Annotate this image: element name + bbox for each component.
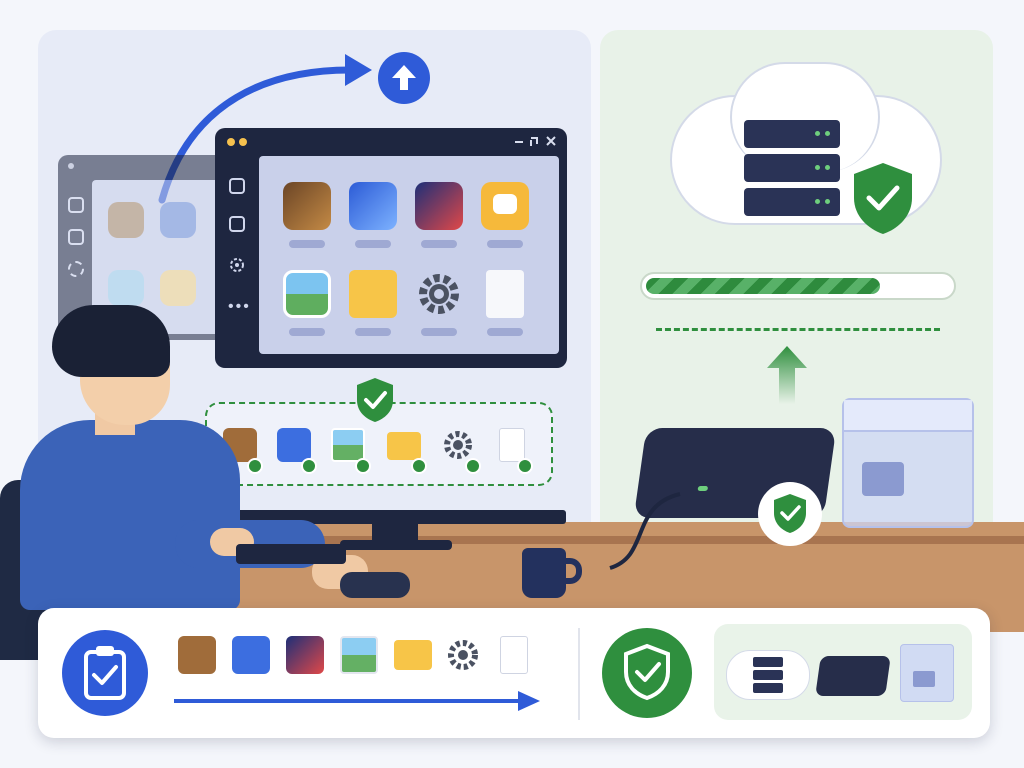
more-icon[interactable]: ••• bbox=[228, 298, 251, 315]
app-tile[interactable] bbox=[481, 270, 524, 336]
drive-badge bbox=[758, 482, 822, 546]
backup-destinations bbox=[714, 624, 972, 720]
keyboard bbox=[236, 544, 346, 564]
app-tile[interactable] bbox=[481, 182, 529, 248]
race-car-game-icon bbox=[415, 182, 463, 230]
person-torso bbox=[20, 420, 240, 610]
gear-icon bbox=[444, 431, 472, 459]
square-icon bbox=[68, 197, 84, 213]
external-drive-icon bbox=[815, 656, 891, 696]
verified-badge bbox=[602, 628, 692, 718]
folder-icon bbox=[394, 640, 432, 670]
check-icon bbox=[301, 458, 317, 474]
mousepad bbox=[340, 572, 410, 598]
desk-edge bbox=[180, 536, 1024, 544]
app-tile[interactable] bbox=[415, 182, 463, 248]
folder-icon bbox=[160, 270, 196, 306]
document-icon bbox=[499, 428, 525, 462]
arrow-up-icon bbox=[767, 346, 807, 404]
separator bbox=[578, 628, 580, 720]
folder-icon bbox=[349, 270, 397, 318]
warrior-game-icon bbox=[283, 182, 331, 230]
summary-bar bbox=[38, 608, 990, 738]
backup-progress-fill bbox=[646, 278, 880, 294]
blue-hair-hero-icon bbox=[277, 428, 311, 462]
folder-icon bbox=[387, 432, 421, 460]
blue-hair-hero-icon bbox=[349, 182, 397, 230]
folder-icon bbox=[862, 462, 904, 496]
gear-icon[interactable] bbox=[228, 256, 246, 274]
window-controls[interactable] bbox=[515, 135, 559, 149]
app-tile[interactable] bbox=[283, 270, 331, 336]
shield-check-icon bbox=[854, 163, 912, 234]
image-icon bbox=[283, 270, 331, 318]
storage-box-icon bbox=[900, 644, 954, 702]
check-icon bbox=[465, 458, 481, 474]
divider-line bbox=[656, 328, 940, 331]
arrow-up-circle-icon bbox=[392, 65, 416, 90]
drive-cable bbox=[609, 492, 681, 570]
cloud-server-icon bbox=[726, 650, 810, 700]
shield-check-icon bbox=[624, 643, 670, 701]
clipboard-check-icon bbox=[84, 646, 126, 700]
window-dot bbox=[239, 138, 247, 146]
square-icon[interactable] bbox=[229, 178, 245, 194]
shield-check-icon bbox=[774, 494, 806, 533]
monitor-base bbox=[340, 540, 452, 550]
document-icon bbox=[486, 270, 524, 318]
app-tile[interactable] bbox=[283, 182, 331, 248]
blue-hair-hero-icon bbox=[160, 202, 196, 238]
race-car-game-icon bbox=[286, 636, 324, 674]
mug-handle bbox=[560, 558, 582, 584]
check-icon bbox=[517, 458, 533, 474]
document-icon bbox=[500, 636, 528, 674]
app-window: ••• bbox=[215, 128, 567, 368]
checklist-button[interactable] bbox=[62, 630, 148, 716]
app-tile[interactable] bbox=[349, 182, 397, 248]
document-icon[interactable] bbox=[229, 216, 245, 232]
image-icon bbox=[108, 270, 144, 306]
server-stack-icon bbox=[744, 120, 840, 220]
app-tile[interactable] bbox=[415, 270, 463, 336]
window-dot bbox=[227, 138, 235, 146]
image-icon bbox=[331, 428, 365, 462]
check-icon bbox=[247, 458, 263, 474]
image-icon bbox=[340, 636, 378, 674]
chat-bubble-icon bbox=[481, 182, 529, 230]
transfer-arrow bbox=[174, 691, 540, 711]
blue-hair-hero-icon bbox=[232, 636, 270, 674]
gear-icon bbox=[448, 640, 478, 670]
gear-icon bbox=[68, 261, 84, 277]
upload-button[interactable] bbox=[378, 52, 430, 104]
document-icon bbox=[68, 229, 84, 245]
check-icon bbox=[411, 458, 427, 474]
warrior-game-icon bbox=[108, 202, 144, 238]
person-hair bbox=[52, 305, 170, 377]
gear-icon bbox=[419, 274, 459, 314]
coffee-mug bbox=[522, 548, 566, 598]
check-icon bbox=[355, 458, 371, 474]
app-grid bbox=[259, 156, 559, 354]
storage-box-icon bbox=[842, 398, 974, 528]
shield-check-icon bbox=[357, 378, 393, 422]
app-tile[interactable] bbox=[349, 270, 397, 336]
warrior-game-icon bbox=[178, 636, 216, 674]
